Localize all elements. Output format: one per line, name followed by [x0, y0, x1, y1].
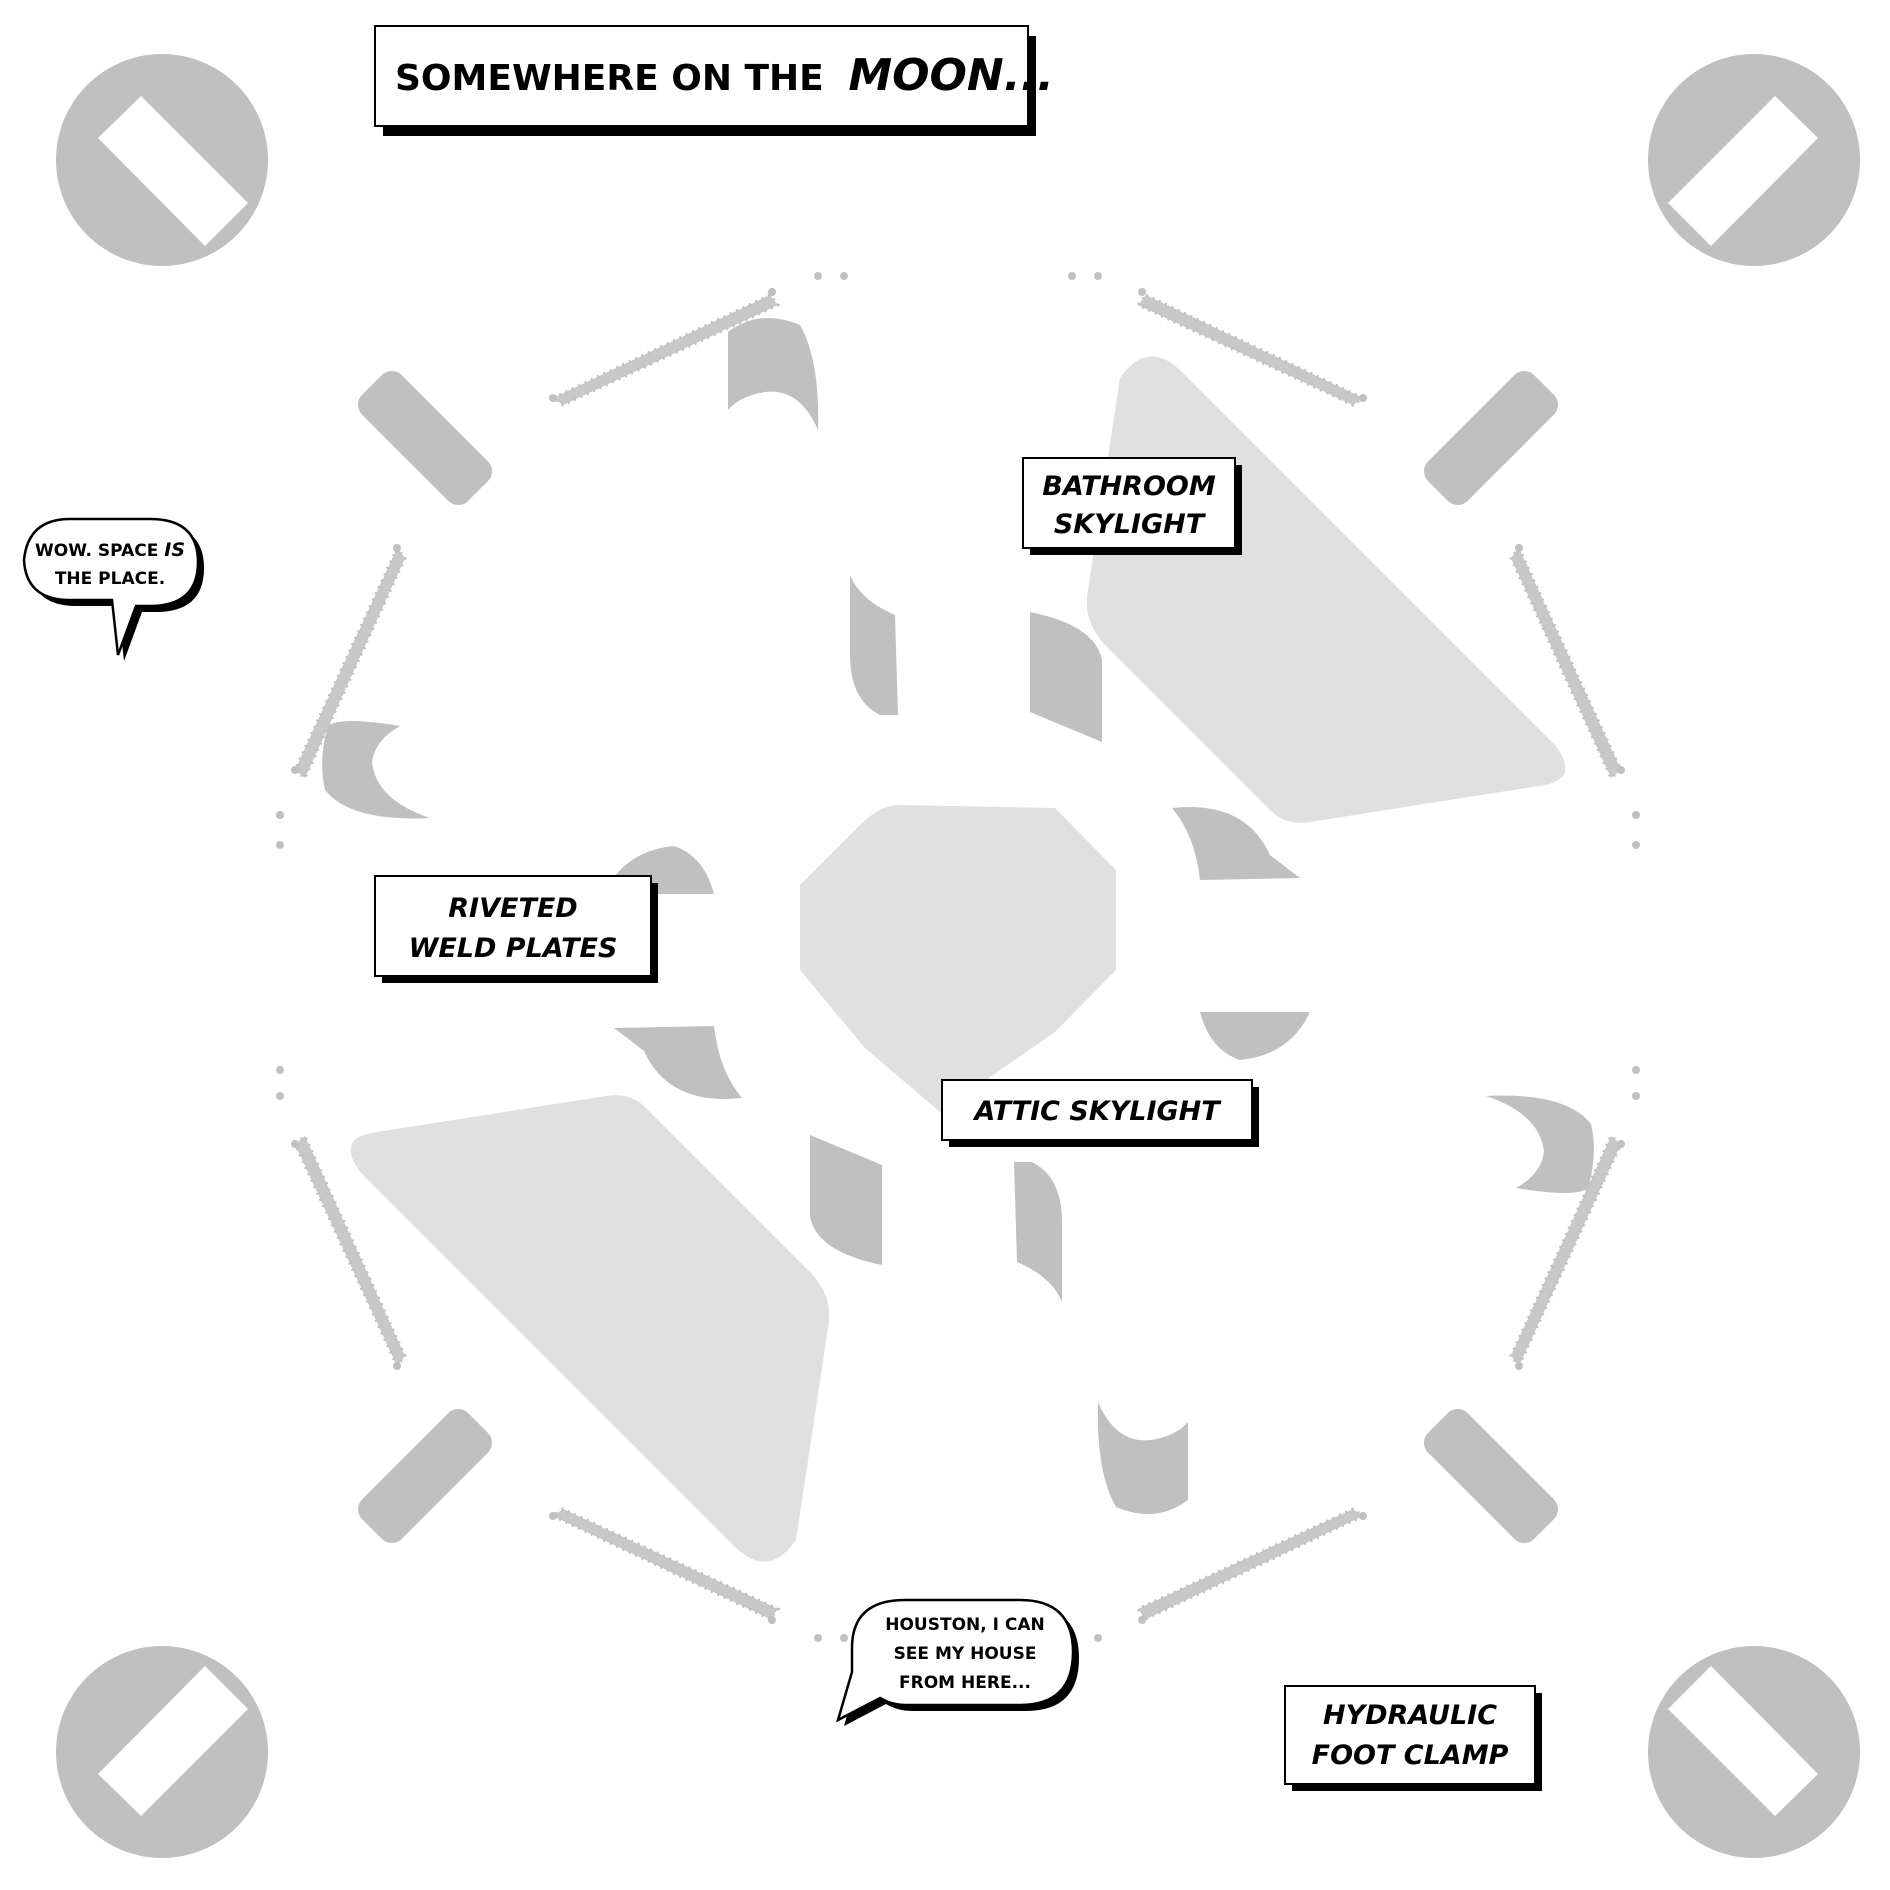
- attic-skylight: [800, 805, 1116, 1112]
- leg-strut-top-right: [1423, 370, 1559, 506]
- rivet-dots: [276, 272, 1640, 1642]
- leg-strut-top-left: [357, 370, 493, 506]
- svg-text:WOW. SPACE IS: WOW. SPACE IS: [35, 539, 185, 561]
- bathroom-skylight-label: BATHROOM SKYLIGHT: [1022, 457, 1242, 555]
- hydraulic-label-line2: FOOT CLAMP: [1312, 1740, 1509, 1771]
- riveted-label-line2: WELD PLATES: [409, 933, 618, 964]
- title-lead: SOMEWHERE ON THE: [395, 58, 824, 99]
- hydraulic-label-line1: HYDRAULIC: [1323, 1700, 1497, 1731]
- houston-bubble-line2: SEE MY HOUSE: [894, 1644, 1037, 1664]
- houston-bubble-line1: HOUSTON, I CAN: [885, 1615, 1044, 1635]
- riveted-weld-plates-outer: [293, 293, 1623, 1621]
- corner-foot-clamp-top-right: [1648, 54, 1860, 266]
- title-emphasis: MOON...: [848, 50, 1054, 101]
- bathroom-label-line1: BATHROOM: [1042, 471, 1216, 502]
- bathroom-label-line2: SKYLIGHT: [1054, 509, 1207, 540]
- riveted-label-line1: RIVETED: [448, 893, 577, 924]
- svg-text:SOMEWHERE ON THE MOON...: SOMEWHERE ON THE MOON...: [395, 50, 1054, 101]
- leg-strut-bottom-left: [357, 1408, 493, 1544]
- speech-bubble-space: WOW. SPACE IS THE PLACE.: [22, 517, 204, 661]
- hydraulic-foot-clamp-label: HYDRAULIC FOOT CLAMP: [1284, 1685, 1542, 1791]
- space-bubble-line1a: WOW. SPACE: [35, 541, 158, 561]
- attic-label-text: ATTIC SKYLIGHT: [972, 1096, 1222, 1127]
- lower-left-skylight: [350, 1095, 830, 1562]
- corner-foot-clamp-bottom-right: [1648, 1646, 1860, 1858]
- space-bubble-line1b: IS: [164, 539, 185, 561]
- speech-bubble-houston: HOUSTON, I CAN SEE MY HOUSE FROM HERE...: [835, 1598, 1079, 1726]
- attic-skylight-label: ATTIC SKYLIGHT: [941, 1079, 1259, 1147]
- houston-bubble-line3: FROM HERE...: [899, 1673, 1031, 1693]
- corner-foot-clamp-top-left: [56, 54, 268, 266]
- leg-strut-bottom-right: [1423, 1408, 1559, 1544]
- outer-crescent-vents: [322, 317, 1594, 1515]
- space-bubble-line2: THE PLACE.: [55, 569, 165, 589]
- riveted-weld-plates-label: RIVETED WELD PLATES: [374, 875, 658, 983]
- corner-foot-clamp-bottom-left: [56, 1646, 268, 1858]
- title-caption-box: SOMEWHERE ON THE MOON...: [374, 25, 1054, 136]
